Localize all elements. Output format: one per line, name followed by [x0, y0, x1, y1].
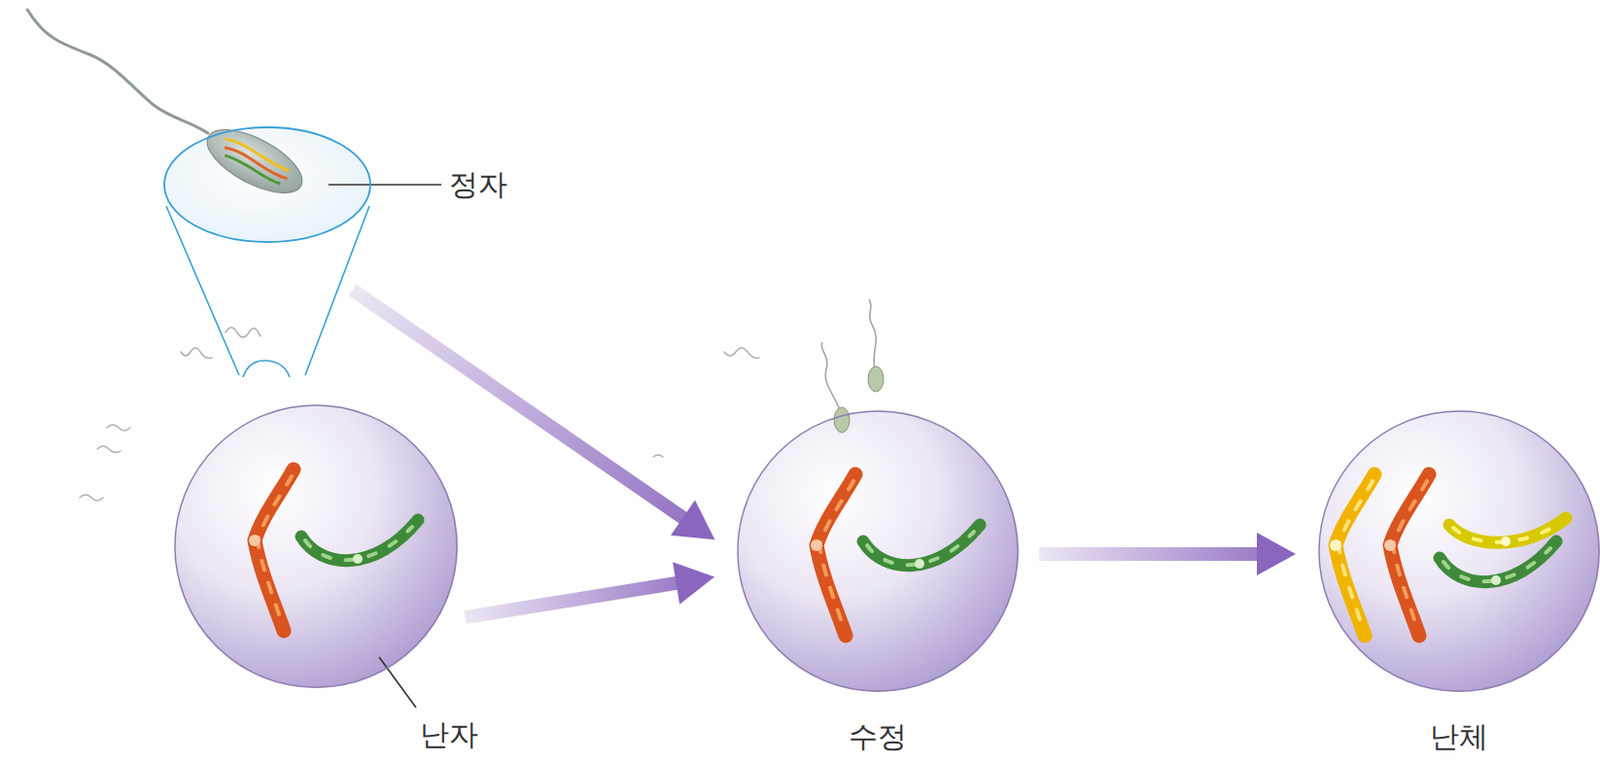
- egg-cell: 난자: [173, 404, 458, 689]
- sperm-magnifier: 정자: [163, 126, 372, 244]
- arrow-shaft: [352, 289, 685, 519]
- arrow-shaft: [1039, 547, 1259, 561]
- cell-border: [174, 405, 457, 688]
- arrow-shaft: [464, 583, 678, 619]
- process-arrow: [352, 289, 716, 540]
- cell-border: [1319, 411, 1600, 692]
- arrow-head: [670, 499, 715, 540]
- cell-outline: [736, 410, 1019, 693]
- process-arrow: [464, 561, 715, 618]
- fertilization-cell: 수정: [736, 410, 1019, 693]
- zygote-cell: 난체: [1318, 410, 1600, 693]
- cell-label: 난자: [419, 717, 479, 753]
- cell-border: [164, 127, 371, 243]
- cell-outline: [1318, 410, 1600, 693]
- cell-label: 수정: [848, 719, 907, 755]
- cell-border: [737, 411, 1018, 692]
- cell-outline: [173, 404, 458, 689]
- cell-outline: [163, 126, 372, 244]
- process-arrow: [1039, 532, 1296, 576]
- arrow-head: [1256, 532, 1296, 576]
- cell-label: 난체: [1429, 719, 1489, 755]
- arrow-head: [672, 561, 715, 604]
- cell-label: 정자: [449, 167, 508, 203]
